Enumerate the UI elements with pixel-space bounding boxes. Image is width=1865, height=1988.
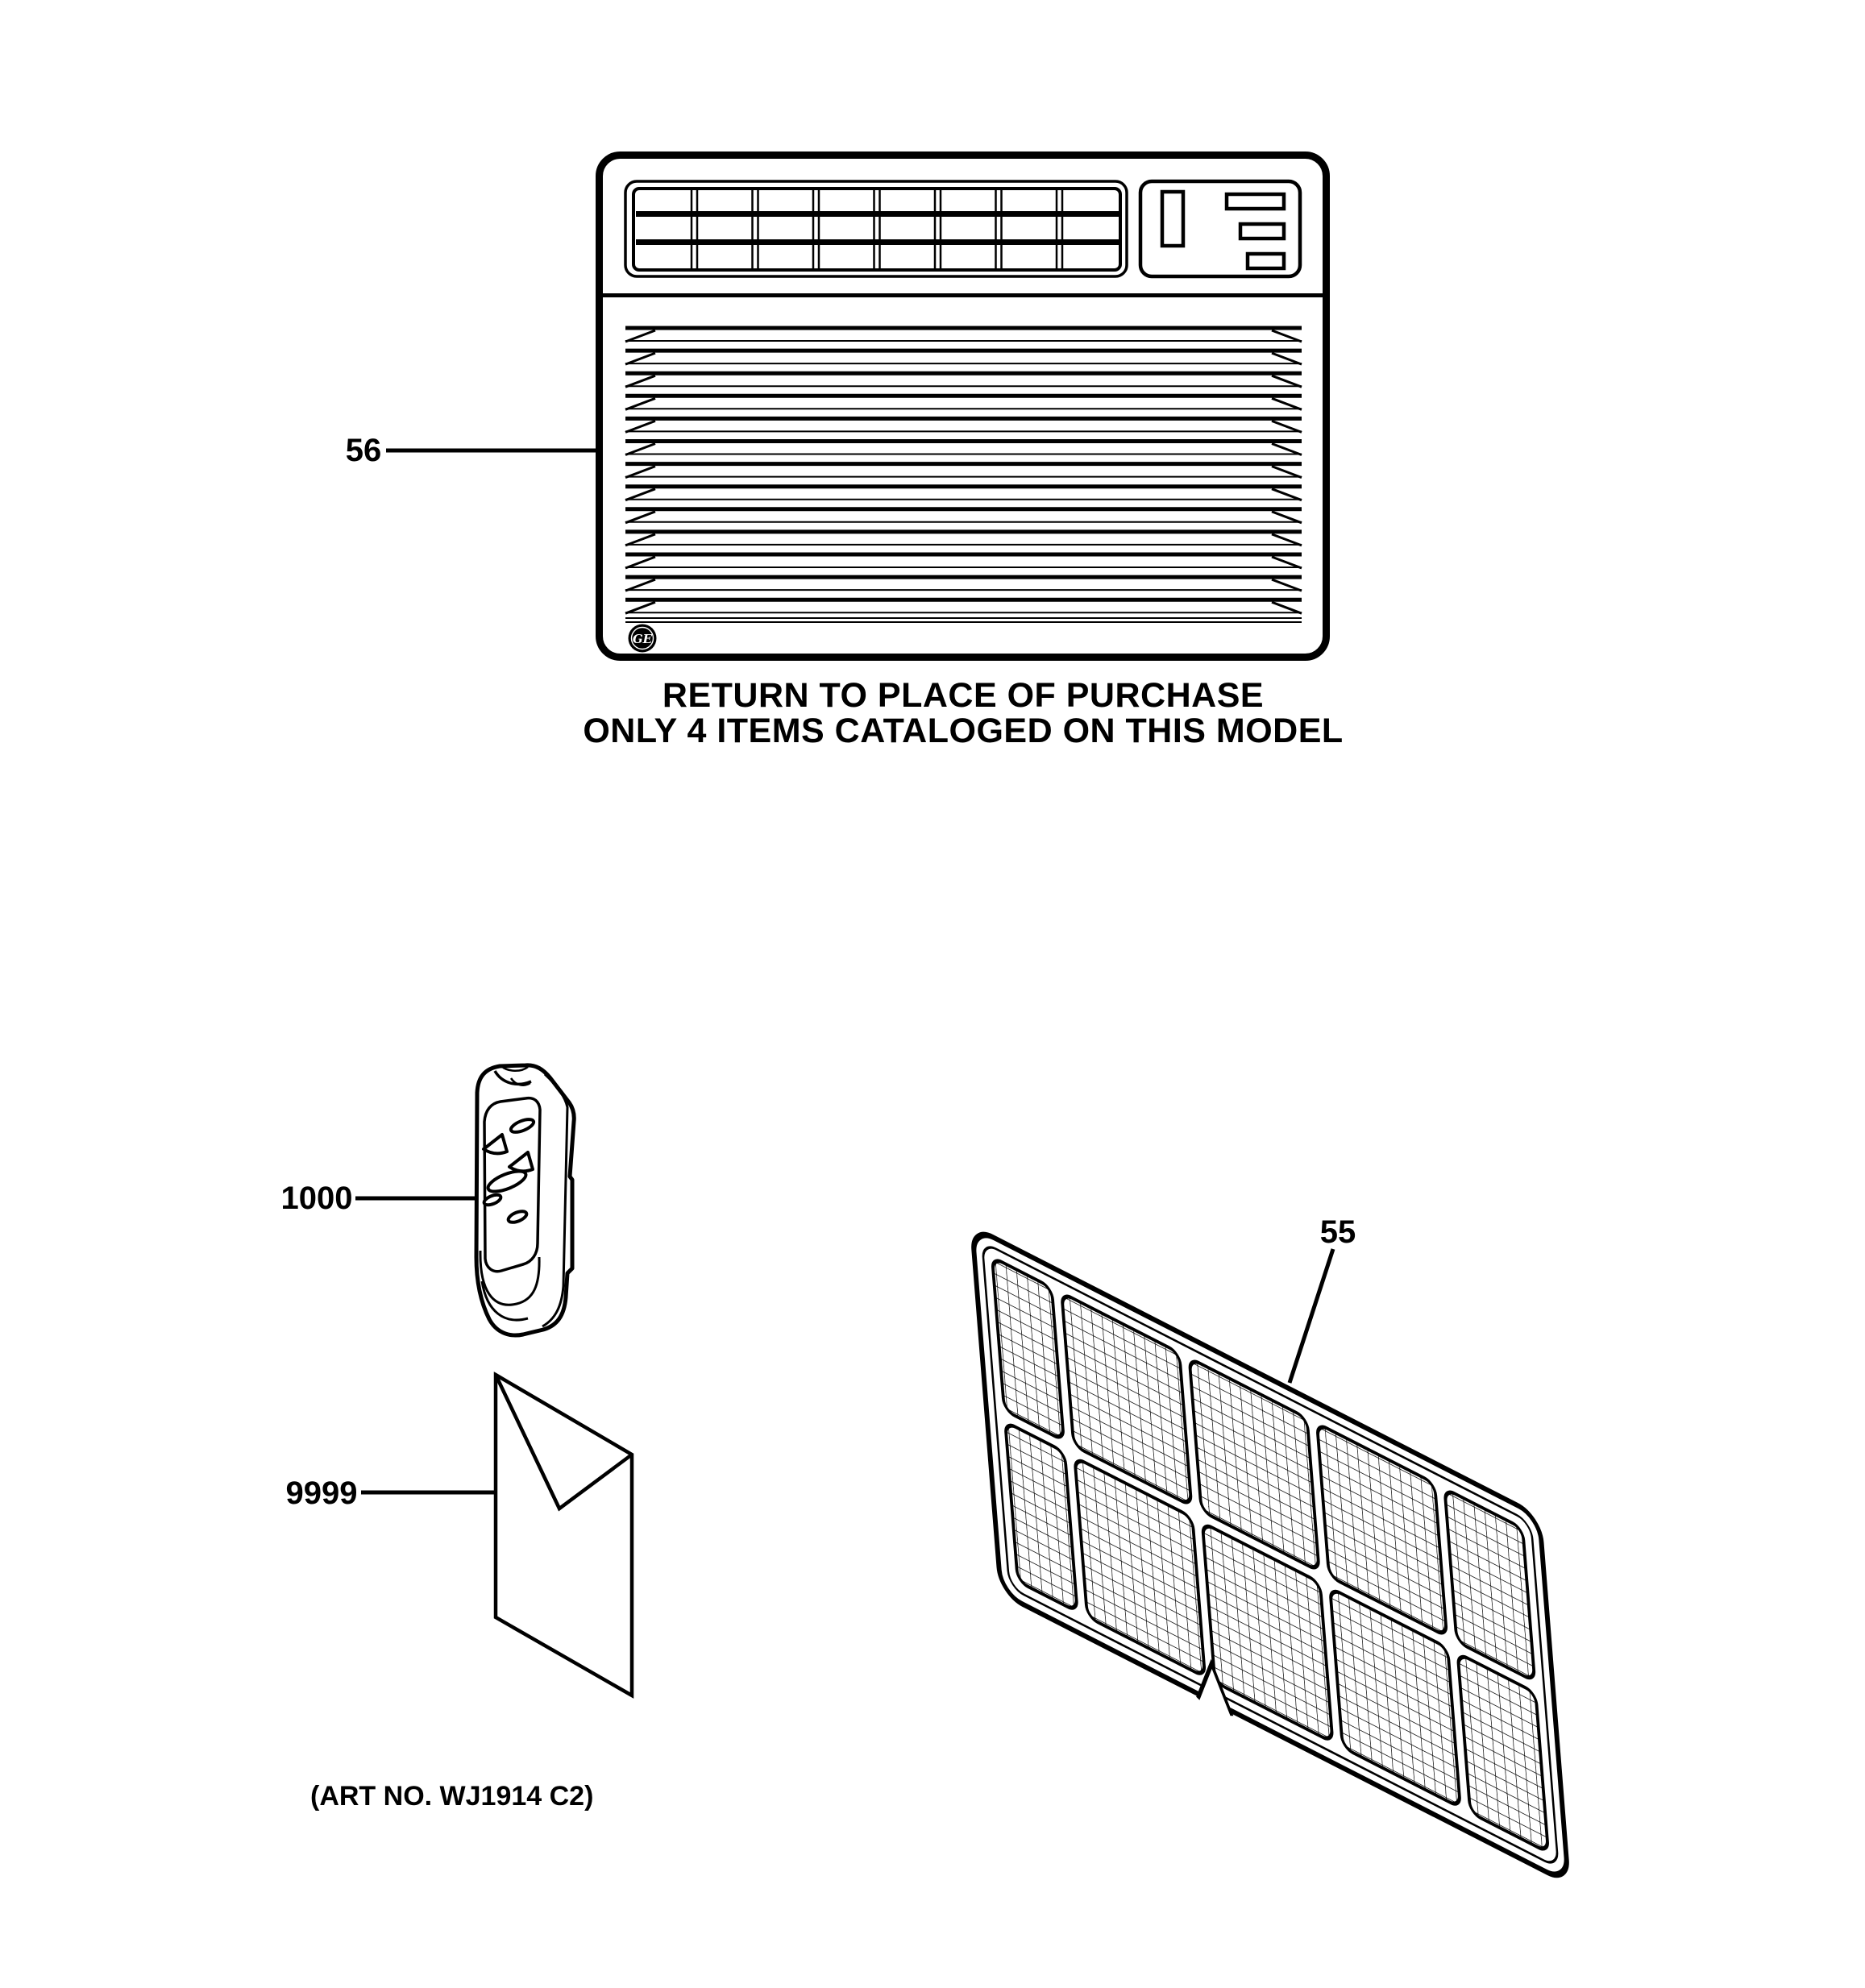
remote-control-drawing	[474, 1063, 576, 1338]
ac-louvers	[625, 326, 1302, 623]
part-label-9999: 9999	[286, 1475, 358, 1511]
ac-unit-drawing: GE	[596, 151, 1330, 661]
remote-top-window	[493, 1070, 532, 1086]
filter-mesh-panels	[991, 1259, 1549, 1851]
control-display-slot	[1160, 189, 1186, 248]
envelope-drawing	[493, 1372, 634, 1699]
part-label-56: 56	[346, 433, 382, 468]
envelope-flap	[493, 1374, 633, 1512]
ac-control-panel	[1138, 179, 1302, 279]
leader-line-55	[1287, 1248, 1335, 1384]
filter-notch	[1196, 1658, 1234, 1716]
control-button-bottom	[1245, 251, 1286, 271]
remote-buttons	[482, 1118, 536, 1224]
ge-logo-icon: GE	[628, 624, 657, 653]
part-label-1000: 1000	[281, 1181, 353, 1216]
ge-monogram-text: GE	[633, 632, 653, 646]
part-label-55: 55	[1320, 1214, 1356, 1250]
control-button-middle	[1238, 222, 1286, 241]
art-number: (ART NO. WJ1914 C2)	[310, 1781, 593, 1812]
ac-grille	[624, 180, 1128, 278]
control-button-top	[1224, 192, 1286, 211]
caption-line-2: ONLY 4 ITEMS CATALOGED ON THIS MODEL	[583, 712, 1343, 750]
air-filter-drawing	[971, 1231, 1569, 1878]
remote-face-outline	[483, 1096, 542, 1273]
caption-line-1: RETURN TO PLACE OF PURCHASE	[663, 676, 1264, 715]
